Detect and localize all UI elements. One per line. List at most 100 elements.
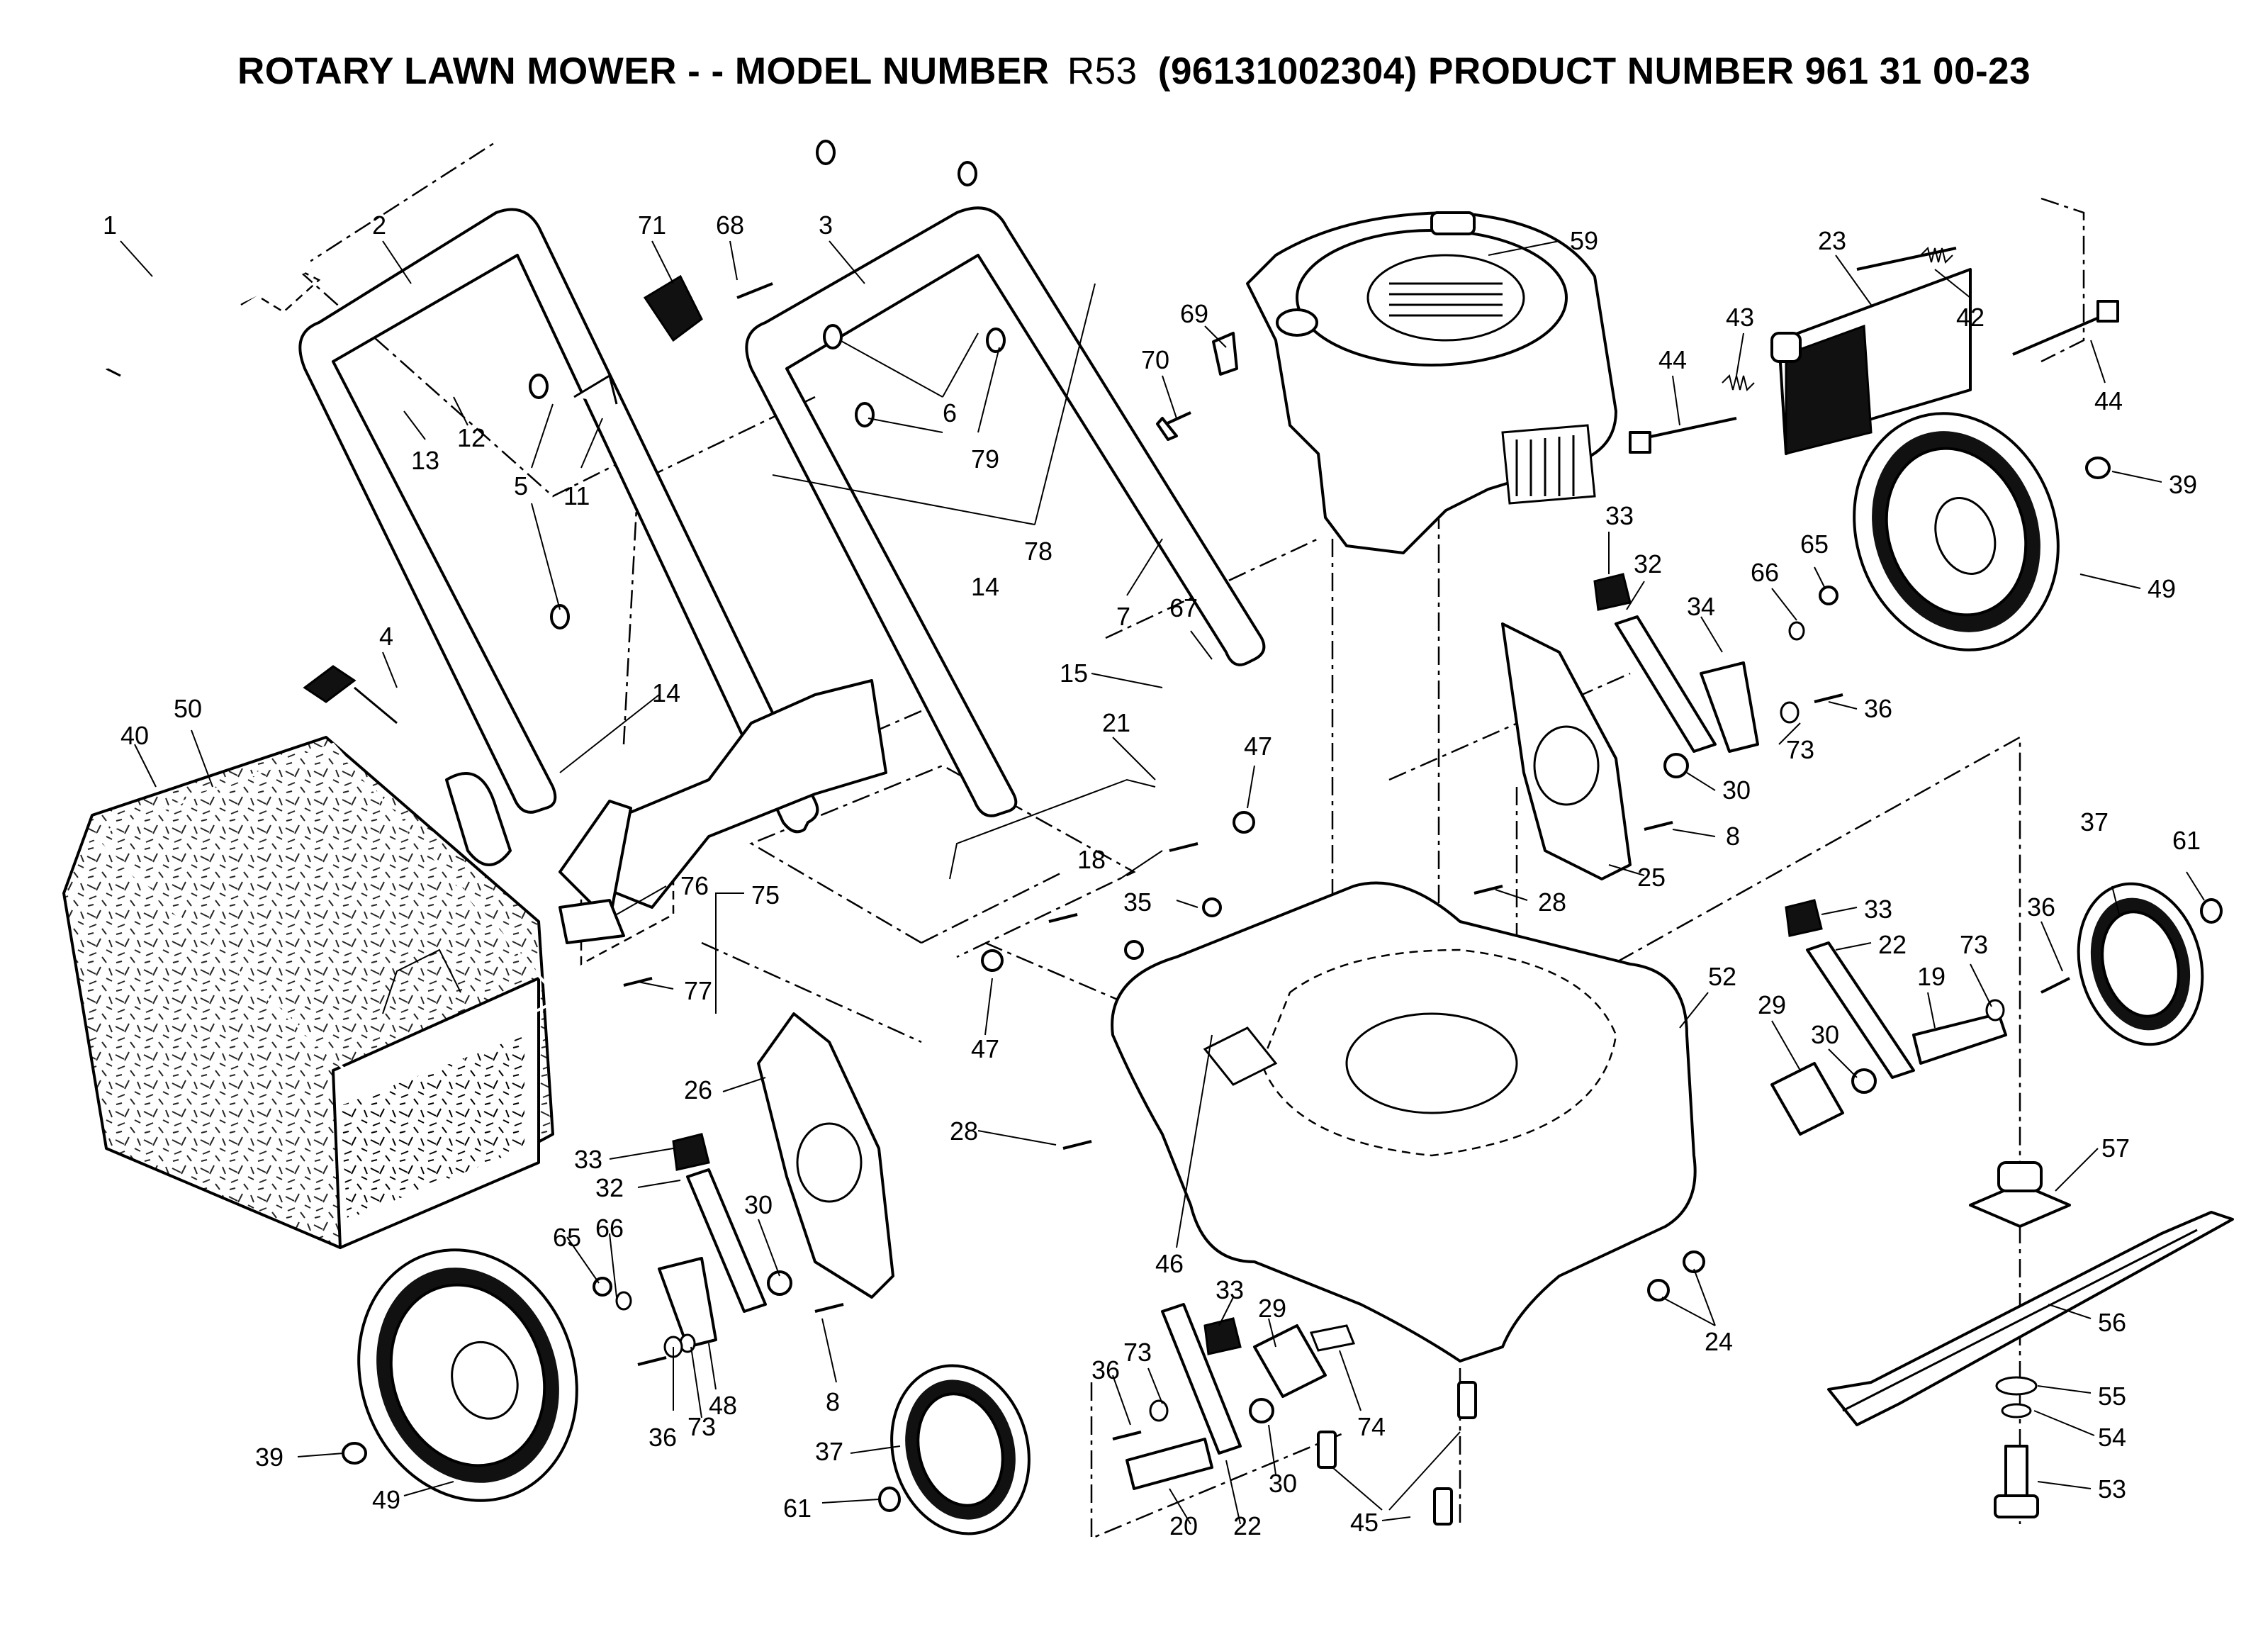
callout-36-left: 36 (649, 1423, 677, 1452)
bolt-70 (1156, 411, 1191, 441)
wheel-37-front-left (890, 1364, 1031, 1535)
title-suffix: (96131002304) PRODUCT NUMBER 961 31 00-2… (1157, 50, 2031, 92)
callout-3: 3 (819, 211, 833, 240)
callout-labels: 1 2 71 68 3 59 23 69 70 43 42 44 44 13 1… (103, 211, 2201, 1540)
fuel-cap-69 (1212, 332, 1238, 376)
callout-36-rear: 36 (1864, 694, 1892, 723)
callout-68: 68 (716, 211, 744, 240)
lever-32-22 (686, 615, 1915, 1455)
callout-37-front: 37 (815, 1437, 843, 1466)
wheel-49-rear-left (357, 1248, 578, 1502)
callout-42: 42 (1956, 303, 1984, 332)
callout-67: 67 (1169, 593, 1198, 622)
callout-2: 2 (372, 211, 386, 240)
cable-guide-71 (643, 274, 703, 342)
callout-26: 26 (684, 1075, 712, 1104)
callout-35: 35 (1123, 888, 1152, 917)
callout-56: 56 (2098, 1308, 2126, 1337)
callout-8-rear: 8 (1726, 822, 1740, 851)
grass-bag-40 (62, 736, 554, 1249)
title-prefix: ROTARY LAWN MOWER - - MODEL NUMBER (237, 50, 1050, 92)
callout-48: 48 (709, 1391, 737, 1420)
bail-cable-11 (573, 374, 618, 405)
callout-7: 7 (1116, 602, 1130, 631)
wheel-49-rear-right (1853, 412, 2060, 651)
callout-22-right: 22 (1878, 930, 1907, 959)
callout-46: 46 (1155, 1249, 1184, 1278)
callout-18: 18 (1077, 845, 1106, 874)
callout-53: 53 (2098, 1474, 2126, 1504)
callout-49-left: 49 (372, 1485, 400, 1514)
callout-45: 45 (1350, 1508, 1379, 1537)
callout-44-left: 44 (1658, 345, 1687, 374)
callout-20: 20 (1169, 1511, 1198, 1540)
callout-71: 71 (638, 211, 666, 240)
callout-13: 13 (411, 446, 439, 475)
callout-39-left: 39 (255, 1443, 284, 1472)
callout-73-front: 73 (1123, 1338, 1152, 1367)
bolts (623, 282, 2070, 1526)
callout-65-left: 65 (553, 1223, 581, 1252)
callout-1: 1 (103, 211, 117, 240)
callout-11: 11 (563, 481, 590, 510)
spring-43 (1722, 374, 1755, 391)
callout-33-front: 33 (1216, 1275, 1244, 1304)
rear-height-adjuster-25 (1501, 622, 1632, 880)
knob-33 (672, 573, 1823, 1355)
callout-25: 25 (1637, 863, 1666, 892)
callout-52: 52 (1708, 962, 1736, 991)
callout-8-left: 8 (826, 1387, 840, 1416)
engine (1246, 211, 1617, 554)
callout-12: 12 (457, 423, 485, 452)
callout-44-right: 44 (2094, 386, 2123, 415)
callout-79: 79 (971, 444, 999, 474)
callout-30-front: 30 (1269, 1469, 1297, 1498)
bail-control-rod (105, 211, 313, 377)
callout-54: 54 (2098, 1423, 2126, 1452)
callout-74: 74 (1357, 1412, 1386, 1441)
callout-61-front: 61 (783, 1494, 812, 1523)
handle-knob-4 (303, 665, 398, 724)
callout-22-front: 22 (1233, 1511, 1262, 1540)
rod-21 (949, 778, 1156, 880)
callout-57: 57 (2101, 1134, 2130, 1163)
callout-43: 43 (1726, 303, 1754, 332)
callout-47-upper: 47 (1244, 732, 1272, 761)
callout-19: 19 (1917, 962, 1946, 991)
rear-flap-23 (1770, 247, 1972, 455)
upper-handle-right (745, 206, 1266, 817)
callout-6: 6 (943, 398, 957, 427)
discharge-chute-14 (558, 679, 887, 923)
callout-47-lower: 47 (971, 1034, 999, 1063)
callout-32-rear: 32 (1634, 549, 1662, 578)
blade-56 (1827, 1211, 2234, 1426)
callout-66-right: 66 (1751, 558, 1779, 587)
callout-36-front: 36 (1091, 1355, 1120, 1384)
title-model-code: R53 (1067, 50, 1138, 92)
callout-61-right: 61 (2172, 826, 2201, 855)
callout-28-rear: 28 (1538, 888, 1566, 917)
callout-73-right: 73 (1960, 930, 1988, 959)
blade-adapter-57 (1969, 1161, 2071, 1228)
callout-36-right: 36 (2027, 892, 2055, 922)
callout-15: 15 (1060, 659, 1088, 688)
bracket-19 (1912, 1012, 2007, 1065)
callout-49-right: 49 (2148, 574, 2176, 603)
callout-76: 76 (680, 871, 709, 900)
callout-37-right: 37 (2080, 807, 2109, 836)
callout-24: 24 (1705, 1327, 1733, 1356)
callout-70: 70 (1141, 345, 1169, 374)
callout-33-right: 33 (1864, 895, 1892, 924)
callout-21: 21 (1102, 708, 1130, 737)
callout-39-right: 39 (2169, 470, 2197, 499)
clip-74 (1309, 1324, 1356, 1352)
callout-40: 40 (120, 721, 149, 750)
callout-33-left: 33 (574, 1145, 602, 1174)
callout-30-rear: 30 (1722, 776, 1751, 805)
callout-14-lower: 14 (652, 678, 680, 707)
callout-73-left: 73 (687, 1412, 716, 1441)
callout-leaders (120, 240, 2205, 1525)
callout-34: 34 (1687, 592, 1715, 621)
callout-32-left: 32 (595, 1173, 624, 1202)
